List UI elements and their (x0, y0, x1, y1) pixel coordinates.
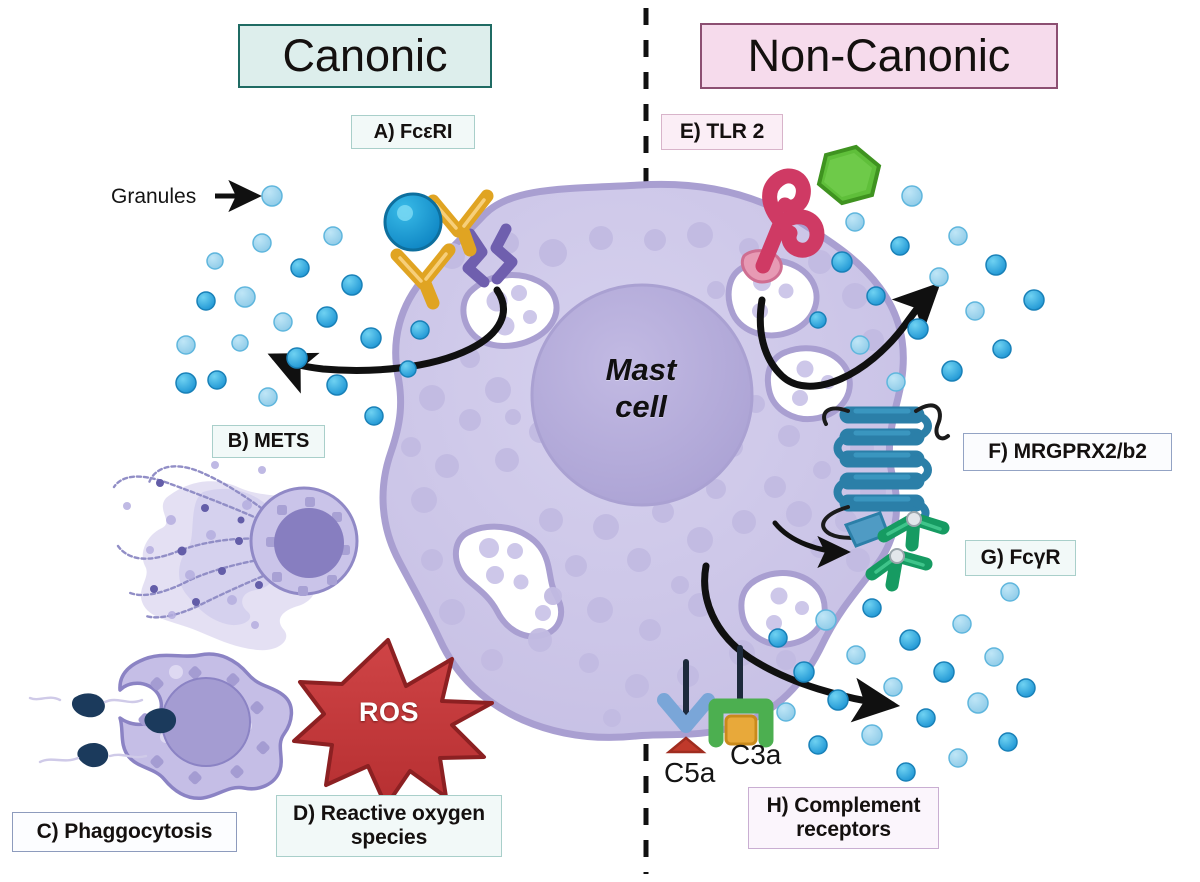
mets-illustration (112, 461, 359, 651)
ros-label: ROS (358, 697, 419, 727)
panel-title-non-canonic: Non-Canonic (700, 23, 1058, 89)
complement-receptors (657, 645, 774, 754)
label-b-mets: B) METS (212, 425, 325, 458)
mrgprx2-gpcr (821, 403, 950, 540)
label-f-mrgprx2: F) MRGPRX2/b2 (963, 433, 1172, 471)
label-h-complement-receptors: H) Complement receptors (748, 787, 939, 849)
c5a-ligand-label: C5a (664, 757, 716, 788)
c5a-receptor (657, 659, 715, 754)
label-c-phagocytosis: C) Phaggocytosis (12, 812, 237, 852)
tlr2-receptor-complex (740, 144, 882, 284)
panel-title-canonic: Canonic (238, 24, 492, 88)
c3a-ligand-label: C3a (730, 739, 782, 770)
label-g-fcgr: G) FcγR (965, 540, 1076, 576)
fcgr-receptor-complex (843, 511, 950, 592)
mast-cell-body (379, 180, 907, 741)
secreted-granules (175, 185, 1045, 782)
label-d-reactive-oxygen-species: D) Reactive oxygen species (276, 795, 502, 857)
mast-cell-label: Mast cell (605, 352, 677, 424)
phagocytosis-illustration (28, 652, 294, 800)
label-a-fceri: A) FcεRI (351, 115, 475, 149)
label-e-tlr2: E) TLR 2 (661, 114, 783, 150)
c3a-receptor (708, 645, 774, 748)
ros-burst (292, 638, 494, 808)
granules-annotation-text: Granules (111, 185, 197, 208)
fceri-receptor-complex (383, 189, 518, 310)
